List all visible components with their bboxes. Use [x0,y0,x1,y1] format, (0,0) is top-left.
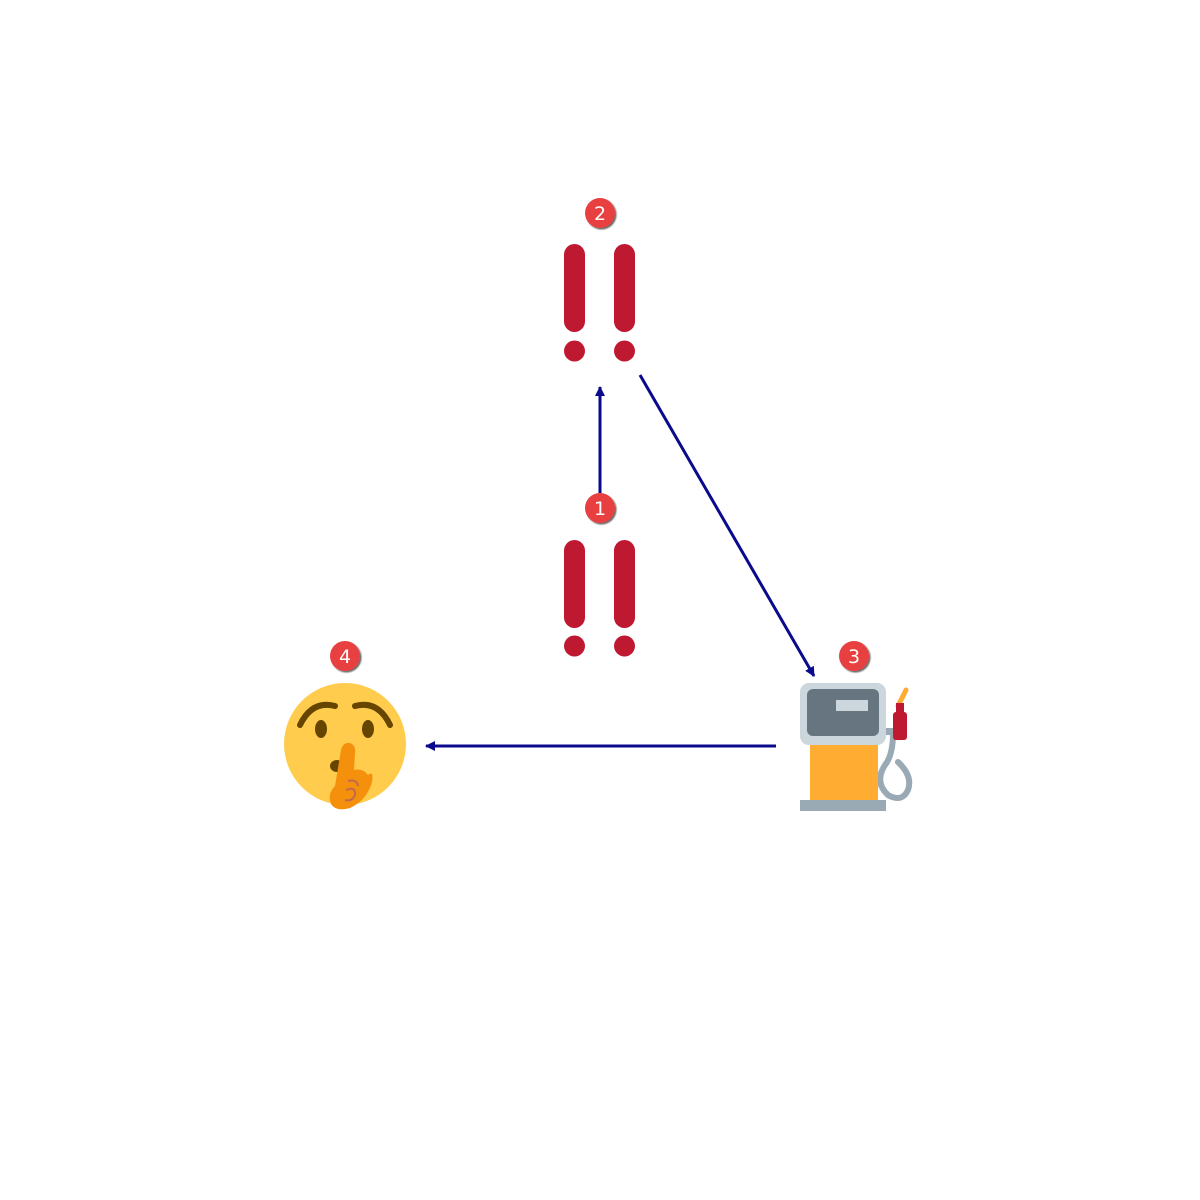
node-badge-label: 4 [339,646,351,668]
node-badge: 4 [330,641,360,671]
shushing-face-icon [284,683,406,810]
edges [425,374,816,751]
node-badge-label: 1 [594,498,606,520]
node-badge: 1 [585,493,615,523]
node-1[interactable]: 1 [564,493,635,657]
node-3[interactable]: 3 [800,641,913,811]
node-2[interactable]: 2 [564,198,635,362]
fuel-pump-icon [800,683,913,811]
node-badge-label: 2 [594,203,606,225]
node-badge-label: 3 [848,646,860,668]
double-exclamation-icon [564,540,635,657]
node-badge: 2 [585,198,615,228]
double-exclamation-icon [564,244,635,362]
node-badge: 3 [839,641,869,671]
node-4[interactable]: 4 [284,641,406,810]
edge-2-to-3 [638,374,816,677]
